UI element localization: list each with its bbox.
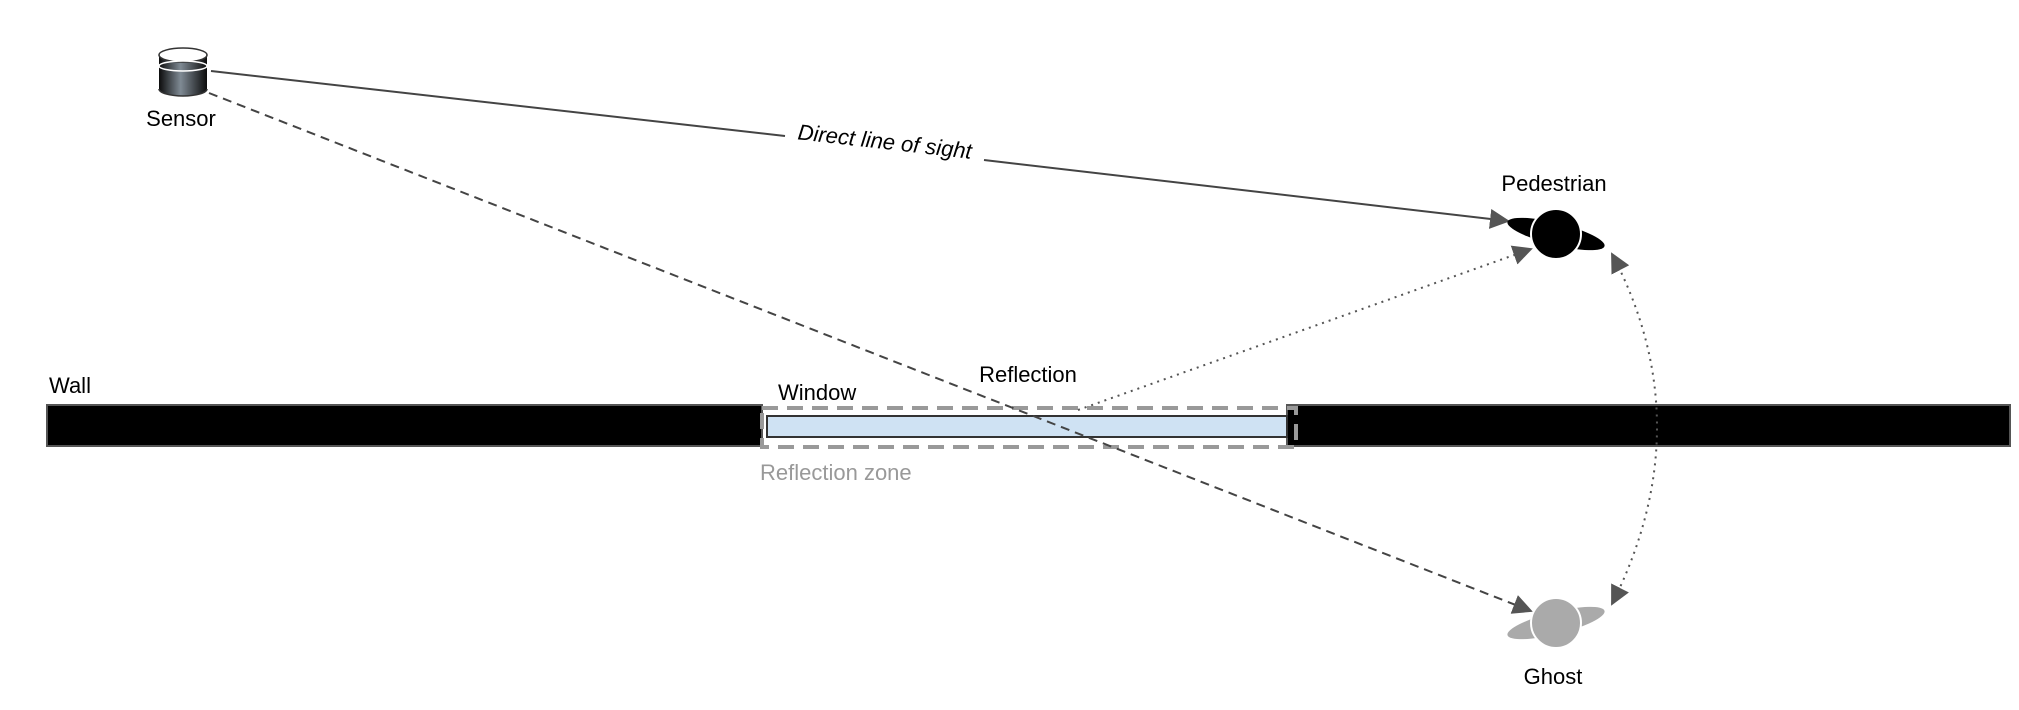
reflection-zone-label: Reflection zone	[760, 460, 912, 485]
lidar-sensor-icon	[158, 47, 208, 97]
wall-label: Wall	[49, 373, 91, 398]
reflection-label: Reflection	[979, 362, 1077, 387]
ghost-icon	[1507, 597, 1605, 649]
reflection-path-to-pedestrian	[1077, 245, 1533, 411]
sensor-label: Sensor	[146, 106, 216, 131]
direct-line-label: Direct line of sight	[797, 119, 974, 163]
wall-left-segment	[46, 404, 763, 447]
window-label: Window	[778, 380, 856, 405]
ghost-label: Ghost	[1524, 664, 1583, 689]
reflection-zone-box	[760, 406, 1298, 449]
window-pane	[766, 415, 1288, 438]
direct-line-of-sight	[210, 70, 1510, 229]
pedestrian-icon	[1507, 208, 1605, 260]
pedestrian-label: Pedestrian	[1501, 171, 1606, 196]
wall-right-segment	[1286, 404, 2011, 447]
wall	[46, 404, 2011, 447]
reflected-path-to-ghost	[208, 92, 1533, 614]
pedestrian-ghost-link	[1611, 252, 1658, 606]
